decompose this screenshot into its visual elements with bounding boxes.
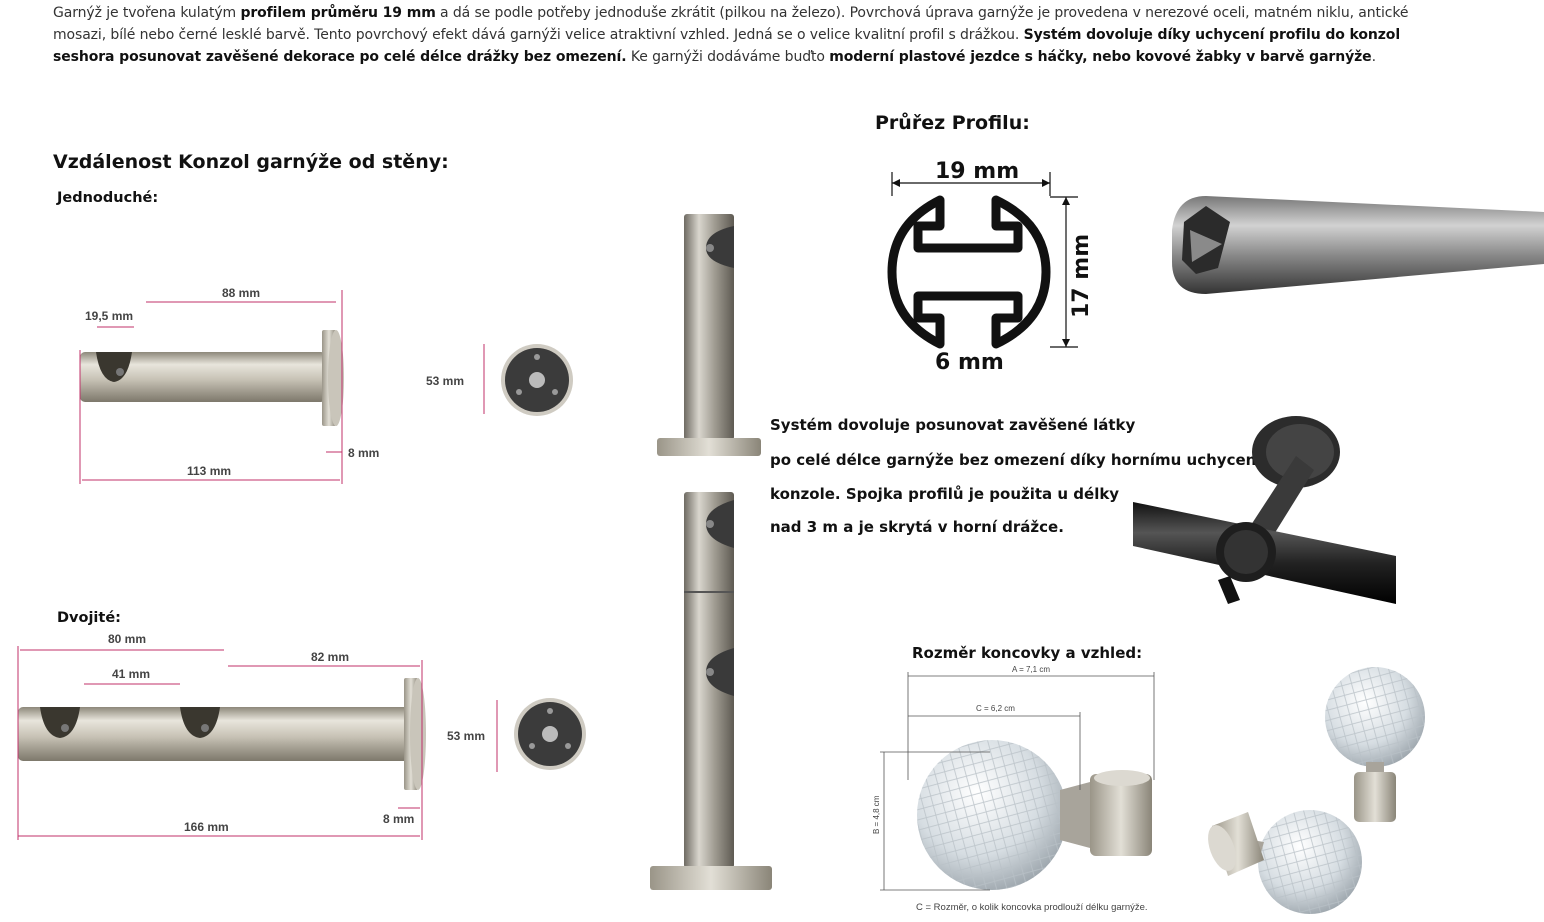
system-text-line-2: po celé délce garnýže bez omezení díky h… [770, 451, 1262, 469]
profile-rod-image [1172, 196, 1544, 294]
single-heading: Jednoduché: [57, 190, 159, 206]
double-plate-front-image [514, 698, 586, 770]
finial-dim-a: A = 7,1 cm [1012, 665, 1050, 674]
single-dim-53: 53 mm [426, 374, 464, 388]
vertical-single-bracket-image [657, 214, 761, 456]
double-dim-53: 53 mm [447, 729, 485, 743]
profile-dim-height: 17 mm [1069, 234, 1094, 318]
profile-dim-width: 19 mm [935, 159, 1019, 184]
system-text-line-3: konzole. Spojka profilů je použita u dél… [770, 485, 1120, 503]
single-dim-88: 88 mm [222, 286, 260, 300]
double-bracket-image [18, 678, 426, 790]
double-dim-8: 8 mm [383, 812, 414, 826]
double-dim-166: 166 mm [184, 820, 229, 834]
single-dim-8: 8 mm [348, 446, 379, 460]
intro-paragraph: Garnýž je tvořena kulatým profilem průmě… [53, 5, 1409, 65]
finial-dimension-image [880, 672, 1155, 891]
distance-heading: Vzdálenost Konzol garnýže od stěny: [53, 151, 449, 173]
single-plate-front-image [501, 344, 573, 416]
double-heading: Dvojité: [57, 610, 121, 626]
profile-heading: Průřez Profilu: [875, 112, 1030, 134]
double-dim-82: 82 mm [311, 650, 349, 664]
double-dim-41: 41 mm [112, 667, 150, 681]
single-dim-113: 113 mm [187, 464, 231, 478]
finial-photo-upper [1325, 667, 1425, 822]
finial-photo-lower [1208, 810, 1362, 914]
single-dim-19-5: 19,5 mm [85, 309, 133, 323]
single-bracket-image [80, 330, 344, 426]
profile-dim-gap: 6 mm [935, 350, 1004, 375]
system-text-line-1: Systém dovoluje posunovat zavěšené látky [770, 416, 1136, 434]
finial-note: C = Rozměr, o kolik koncovka prodlouží d… [916, 902, 1148, 913]
system-text-line-4: nad 3 m a je skrytá v horní drážce. [770, 518, 1064, 536]
profile-cross-section-diagram [887, 172, 1078, 349]
finial-dim-c: C = 6,2 cm [976, 704, 1015, 713]
vertical-double-bracket-image [650, 492, 772, 890]
finial-dim-b: B = 4,8 cm [872, 795, 881, 834]
double-dim-80: 80 mm [108, 632, 146, 646]
mounted-rod-image [1133, 416, 1396, 604]
finial-heading: Rozměr koncovky a vzhled: [912, 644, 1143, 662]
